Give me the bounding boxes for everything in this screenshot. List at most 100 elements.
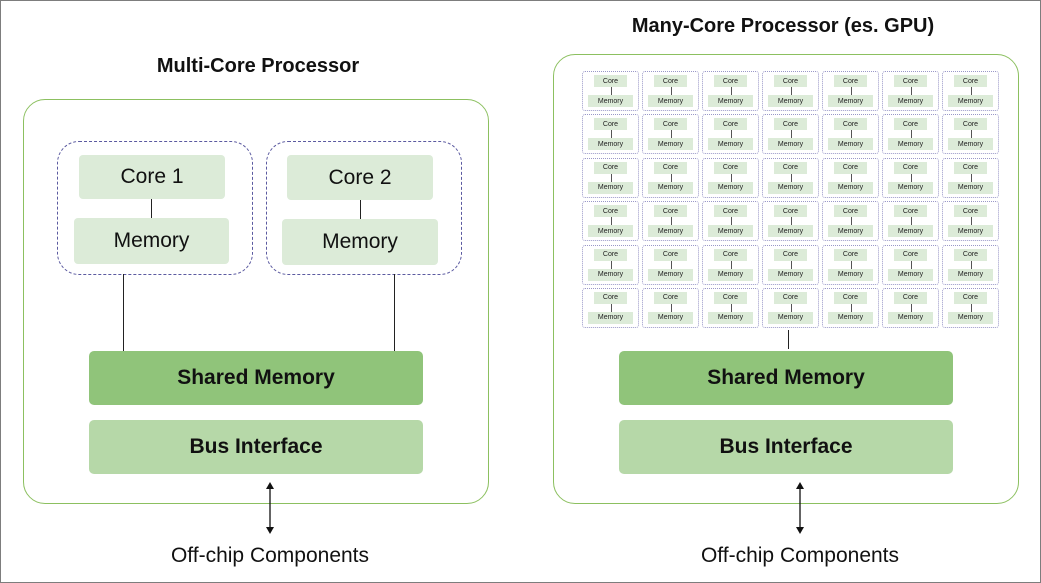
gpu-core-memory-link (611, 173, 612, 182)
manycore-title: Many-Core Processor (es. GPU) (631, 15, 935, 37)
gpu-core-memory-link (731, 217, 732, 226)
gpu-memory-label: Memory (888, 181, 933, 194)
gpu-core-label: Core (714, 291, 747, 304)
gpu-memory-label: Memory (648, 268, 693, 281)
gpu-core-label: Core (894, 248, 927, 261)
gpu-memory-label: Memory (588, 181, 633, 194)
gpu-core-memory-link (671, 87, 672, 95)
gpu-core-memory-link (611, 260, 612, 269)
gpu-core-label: Core (714, 205, 747, 218)
manycore-bus-interface: Bus Interface (619, 420, 953, 474)
gpu-core-memory-link (851, 87, 852, 95)
gpu-core-label: Core (954, 75, 987, 87)
gpu-memory-label: Memory (648, 95, 693, 107)
gpu-core-label: Core (714, 248, 747, 261)
gpu-memory-label: Memory (888, 138, 933, 151)
gpu-core-memory-link (851, 130, 852, 139)
multicore-offchip-arrow-icon (266, 482, 274, 534)
gpu-core-memory-link (911, 303, 912, 312)
multicore-title: Multi-Core Processor (156, 55, 360, 77)
gpu-core-label: Core (774, 291, 807, 304)
gpu-core-label: Core (774, 248, 807, 261)
gpu-core-label: Core (594, 205, 627, 218)
manycore-shared-memory: Shared Memory (619, 351, 953, 405)
gpu-core-memory-link (791, 87, 792, 95)
gpu-core-label: Core (594, 161, 627, 174)
gpu-memory-label: Memory (648, 311, 693, 324)
gpu-memory-label: Memory (828, 138, 873, 151)
gpu-core-memory-link (911, 260, 912, 269)
gpu-core-memory-link (671, 130, 672, 139)
core-2-box: Core 2 (287, 155, 433, 200)
gpu-memory-label: Memory (708, 225, 753, 238)
gpu-core-label: Core (834, 205, 867, 218)
gpu-core-memory-link (611, 303, 612, 312)
gpu-core-label: Core (894, 291, 927, 304)
gpu-memory-label: Memory (648, 138, 693, 151)
gpu-core-memory-link (731, 173, 732, 182)
gpu-core-memory-link (791, 130, 792, 139)
gpu-core-label: Core (894, 205, 927, 218)
gpu-memory-label: Memory (828, 225, 873, 238)
gpu-core-memory-link (971, 87, 972, 95)
gpu-memory-label: Memory (768, 268, 813, 281)
multicore-bus-interface: Bus Interface (89, 420, 423, 474)
gpu-core-label: Core (834, 248, 867, 261)
gpu-memory-label: Memory (588, 268, 633, 281)
gpu-core-memory-link (671, 173, 672, 182)
gpu-memory-label: Memory (648, 225, 693, 238)
gpu-core-memory-link (791, 303, 792, 312)
gpu-core-memory-link (911, 217, 912, 226)
gpu-core-memory-link (671, 217, 672, 226)
gpu-memory-label: Memory (948, 181, 993, 194)
gpu-core-label: Core (774, 161, 807, 174)
gpu-core-memory-link (911, 173, 912, 182)
gpu-core-label: Core (654, 248, 687, 261)
gpu-core-label: Core (834, 118, 867, 131)
multicore-shared-memory: Shared Memory (89, 351, 423, 405)
cluster-2-shared-link (394, 274, 395, 351)
gpu-core-memory-link (851, 217, 852, 226)
gpu-memory-label: Memory (768, 311, 813, 324)
gpu-core-label: Core (774, 118, 807, 131)
gpu-core-label: Core (594, 291, 627, 304)
gpu-core-label: Core (594, 75, 627, 87)
gpu-memory-label: Memory (768, 138, 813, 151)
gpu-memory-label: Memory (588, 311, 633, 324)
gpu-core-label: Core (654, 118, 687, 131)
gpu-memory-label: Memory (888, 268, 933, 281)
gpu-core-label: Core (834, 161, 867, 174)
gpu-memory-label: Memory (948, 268, 993, 281)
gpu-memory-label: Memory (828, 95, 873, 107)
gpu-memory-label: Memory (828, 181, 873, 194)
gpu-core-label: Core (954, 161, 987, 174)
gpu-core-memory-link (911, 87, 912, 95)
core-2-memory-link (360, 200, 361, 219)
gpu-memory-label: Memory (948, 225, 993, 238)
gpu-memory-label: Memory (948, 138, 993, 151)
gpu-memory-label: Memory (828, 311, 873, 324)
